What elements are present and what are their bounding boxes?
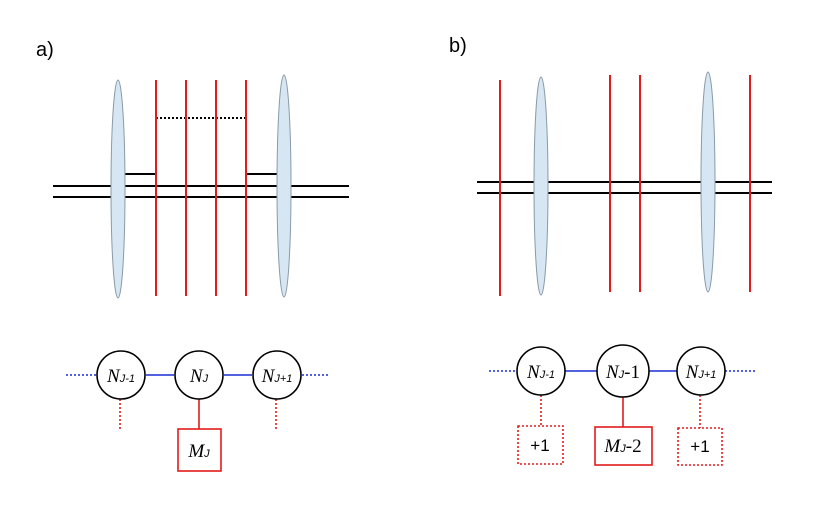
- panel-b-node-1-label: NJ-1: [526, 362, 555, 383]
- panel-b-node-2: NJ-1: [596, 344, 650, 398]
- panel-a-flavor-box-main: M: [187, 441, 205, 462]
- panel-a-ns5-left: [110, 79, 126, 299]
- panel-b-flavor-box-center: MJ-2: [594, 426, 653, 466]
- panel-b-node-3-label: NJ+1: [685, 362, 717, 383]
- panel-a-flavor-box-label: MJ: [187, 441, 210, 462]
- panel-b-node-2-label: NJ-1: [605, 362, 640, 383]
- panel-b-flavor-box-center-sub: J: [619, 443, 626, 455]
- panel-b-node-1: NJ-1: [516, 346, 566, 396]
- panel-a-node-3-label: NJ+1: [261, 366, 293, 387]
- panel-b-flavor-box-center-main: M: [603, 436, 621, 457]
- panel-a-node-2: NJ: [174, 350, 224, 400]
- panel-b-flavor-box-left-label: +1: [530, 436, 549, 455]
- panel-a: a) NJ-1: [36, 39, 349, 472]
- panel-b-node-2-main: N: [605, 362, 620, 383]
- panel-a-node-1-main: N: [106, 366, 121, 387]
- panel-a-node-1: NJ-1: [96, 350, 146, 400]
- panel-a-flavor-box-sub: J: [203, 448, 210, 460]
- panel-a-node-3-main: N: [261, 366, 276, 387]
- panel-b-node-3-sub: J+1: [697, 369, 716, 381]
- panel-b-node-3-main: N: [685, 362, 700, 383]
- panel-b-flavor-box-left: +1: [517, 425, 564, 465]
- panel-b-node-3: NJ+1: [676, 346, 726, 396]
- panel-a-label: a): [36, 39, 54, 61]
- panel-b-flavor-box-center-suffix: -2: [626, 436, 642, 457]
- panel-b-ns5-right: [700, 71, 716, 293]
- panel-a-node-2-label: NJ: [189, 366, 209, 387]
- panel-a-node-2-sub: J: [202, 373, 209, 385]
- panel-b-node-1-sub: J-1: [539, 369, 555, 381]
- panel-b-label: b): [449, 35, 467, 57]
- panel-b-ns5-left: [533, 76, 549, 296]
- panel-a-ns5-right: [276, 74, 292, 298]
- panel-b-flavor-box-right-label: +1: [690, 437, 709, 456]
- panel-b: b) NJ-1 NJ-1: [449, 35, 772, 466]
- panel-a-node-2-main: N: [189, 366, 204, 387]
- panel-a-flavor-box: MJ: [177, 428, 222, 472]
- panel-b-flavor-box-center-label: MJ-2: [603, 436, 641, 457]
- panel-b-node-1-main: N: [526, 362, 541, 383]
- panel-b-node-2-sub: J: [618, 369, 625, 381]
- panel-a-node-1-sub: J-1: [119, 373, 135, 385]
- panel-a-node-1-label: NJ-1: [106, 366, 135, 387]
- panel-b-node-2-suffix: -1: [624, 362, 640, 383]
- panel-a-node-3: NJ+1: [252, 350, 302, 400]
- panel-b-flavor-box-right: +1: [677, 427, 723, 466]
- panel-a-node-3-sub: J+1: [273, 373, 292, 385]
